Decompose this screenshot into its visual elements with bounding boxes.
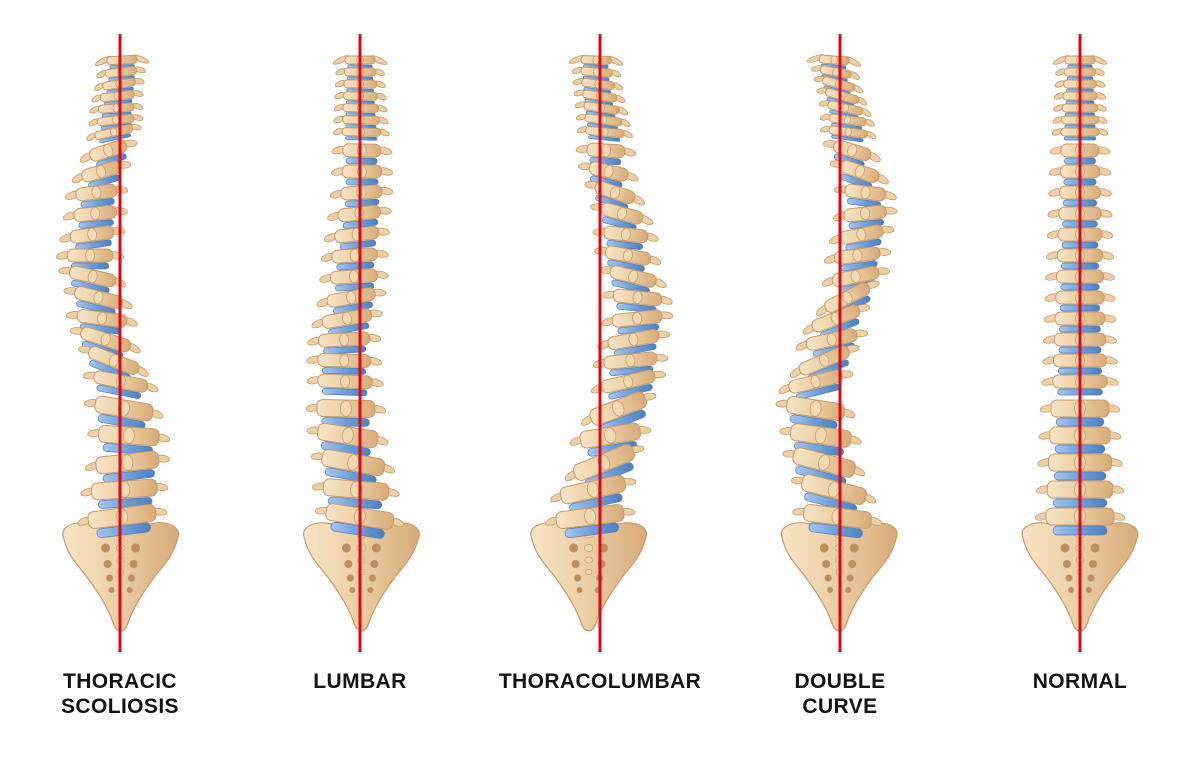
- spine-illustration-thoracic-scoliosis: [56, 34, 180, 652]
- spine-figure-thoracolumbar: THORACOLUMBAR: [480, 0, 720, 771]
- spine-label-thoracolumbar: THORACOLUMBAR: [498, 670, 702, 693]
- spine-illustration-lumbar: [302, 34, 420, 652]
- spine-figure-normal: NORMAL: [960, 0, 1200, 771]
- spine-illustration-normal: [1021, 34, 1139, 652]
- spine-label-normal: NORMAL: [1032, 670, 1128, 693]
- spine-label-thoracic-scoliosis: THORACIC SCOLIOSIS: [61, 670, 179, 718]
- spine-figure-double-curve: DOUBLE CURVE: [720, 0, 960, 771]
- spine-figure-lumbar: LUMBAR: [240, 0, 480, 771]
- spine-illustration-thoracolumbar: [530, 34, 674, 652]
- spine-label-double-curve: DOUBLE CURVE: [794, 670, 886, 718]
- spine-figure-thoracic-scoliosis: THORACIC SCOLIOSIS: [0, 0, 240, 771]
- spine-label-lumbar: LUMBAR: [313, 670, 407, 693]
- spine-illustration-double-curve: [775, 34, 898, 652]
